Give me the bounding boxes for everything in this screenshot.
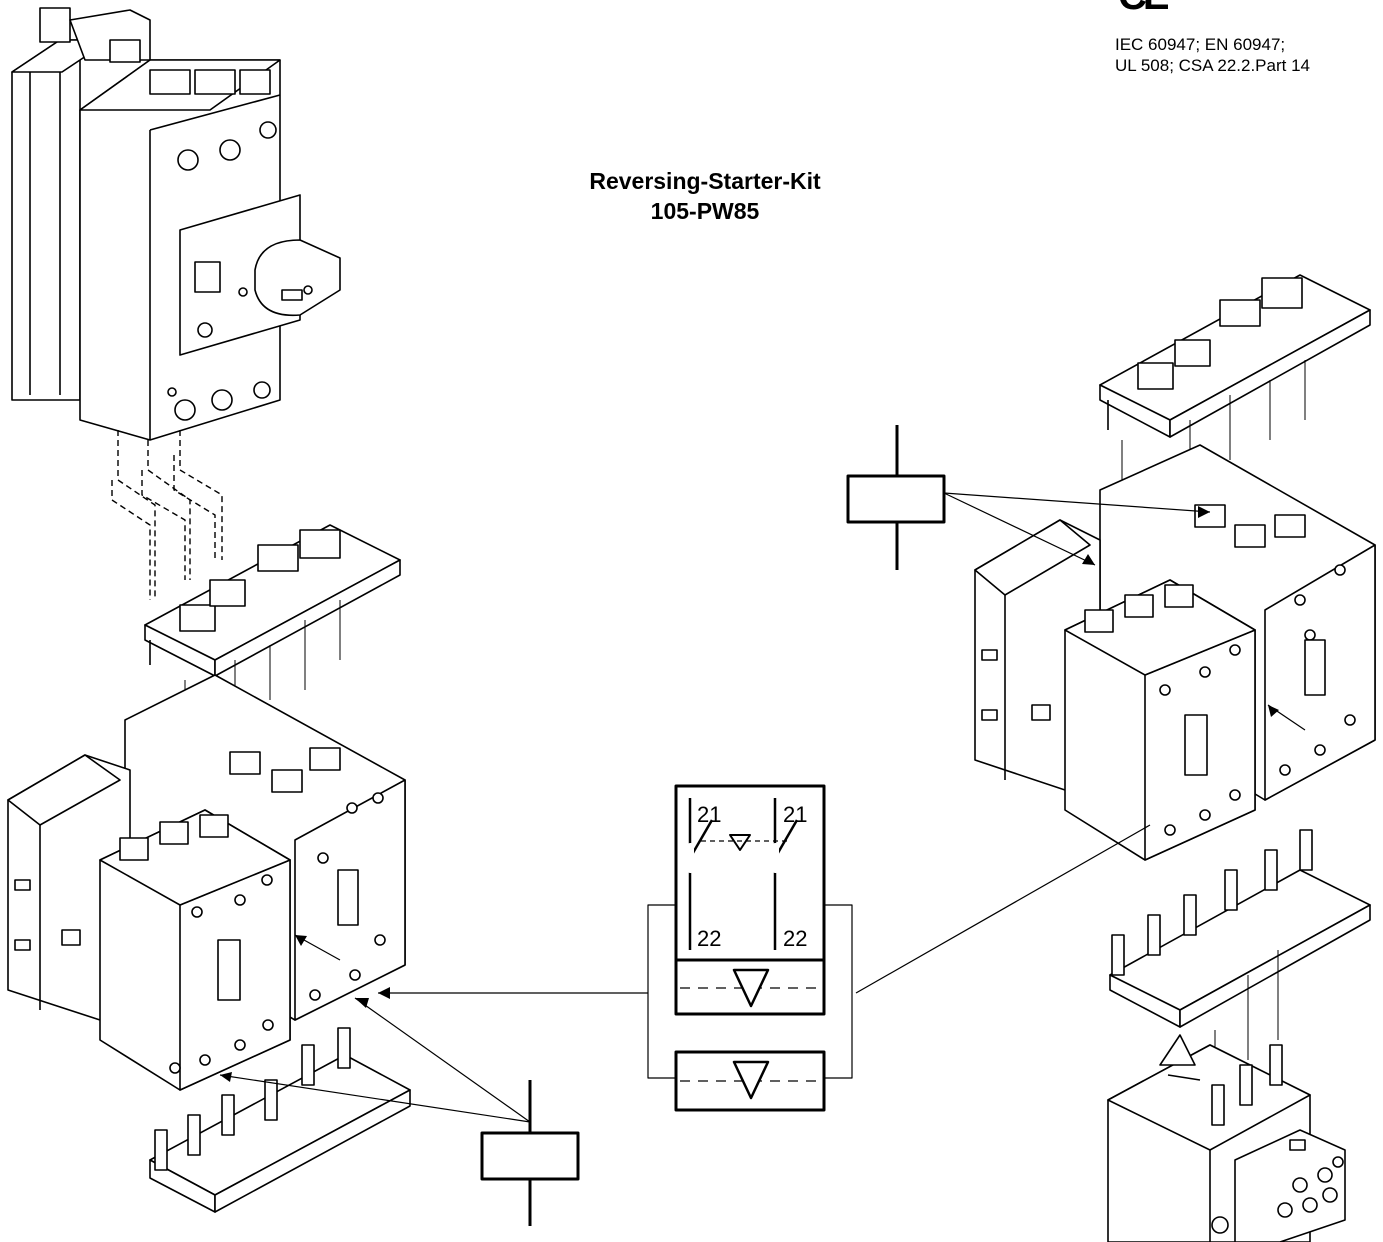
coil-symbol-lower (480, 1080, 580, 1226)
contact-label-21-left: 21 (697, 802, 722, 827)
right-contactor-front (1064, 579, 1256, 861)
standards-line-1: IEC 60947; EN 60947; (1115, 35, 1286, 54)
diagram-title: Reversing-Starter-Kit 105-PW85 (540, 166, 870, 226)
connector-links (111, 430, 223, 600)
leader-lines (219, 492, 1306, 1123)
title-line-2: 105-PW85 (650, 198, 760, 224)
right-bottom-busbar (1109, 829, 1371, 1028)
left-bottom-busbar (149, 1027, 411, 1213)
title-line-1: Reversing-Starter-Kit (589, 168, 821, 194)
overload-relay (1107, 1034, 1346, 1242)
circuit-breaker (11, 7, 341, 441)
left-top-busbar (144, 524, 401, 677)
coil-symbol-upper (846, 425, 946, 570)
leader-arrowheads (220, 506, 1279, 1082)
aux-contact-symbol (674, 784, 826, 1016)
right-top-busbar (1099, 274, 1371, 438)
contact-label-21-right: 21 (783, 802, 808, 827)
ce-mark: CE (1118, 0, 1170, 16)
left-contactor-front (99, 809, 291, 1091)
standards-text: IEC 60947; EN 60947; UL 508; CSA 22.2.Pa… (1115, 34, 1310, 76)
contact-label-22-left: 22 (697, 926, 722, 951)
contact-label-22-right: 22 (783, 926, 808, 951)
aux-contact-brackets (647, 904, 853, 1079)
standards-line-2: UL 508; CSA 22.2.Part 14 (1115, 56, 1310, 75)
aux-contact-symbol-second (674, 1050, 826, 1112)
